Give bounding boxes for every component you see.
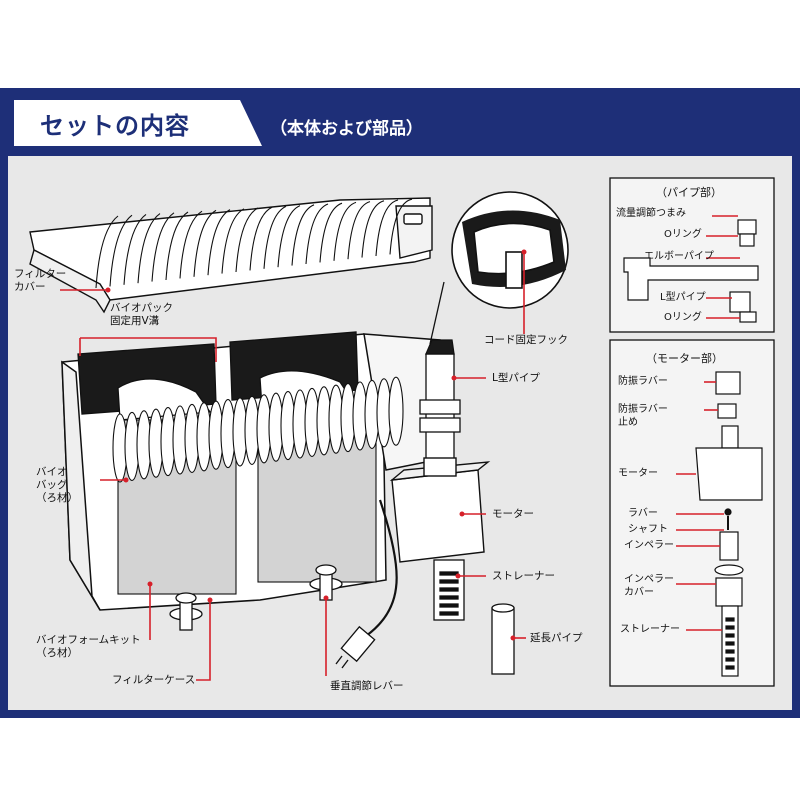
- cover-rib: [151, 212, 175, 282]
- plug: [335, 625, 376, 669]
- strainer-slot: [439, 595, 459, 600]
- label-biopack-groove: バイオパック 固定用V溝: [110, 302, 173, 328]
- cover-rib: [389, 198, 413, 255]
- strainer-drawing: [433, 559, 465, 621]
- strainer-slot: [725, 625, 735, 630]
- filter-cover-drawing: [29, 197, 433, 314]
- label-extension-pipe: 延長パイプ: [530, 632, 583, 644]
- label-elbow-pipe: エルボーパイプ: [644, 251, 714, 262]
- label-bio-bag: バイオ バッグ （ろ材）: [36, 466, 78, 505]
- label-impeller-cover: インペラー カバー: [624, 574, 674, 598]
- cover-rib: [347, 201, 371, 260]
- cover-rib: [333, 201, 357, 261]
- strainer-slot: [439, 571, 459, 576]
- cover-rib: [137, 213, 161, 284]
- coil-ring: [388, 376, 404, 446]
- strainer-slot: [725, 633, 735, 638]
- label-strainer: ストレーナー: [492, 570, 555, 582]
- page-subtitle: （本体および部品）: [270, 119, 423, 139]
- label-flow-knob: 流量調節つまみ: [616, 208, 686, 219]
- motor-parts: [695, 371, 763, 677]
- cover-rib: [109, 214, 133, 287]
- strainer-slot: [725, 617, 735, 622]
- cover-rib: [165, 211, 189, 281]
- strainer-slot: [725, 657, 735, 662]
- strainer-slot: [439, 587, 459, 592]
- vertical-lever-right: [309, 564, 343, 601]
- pipe-parts: [623, 219, 759, 323]
- label-impeller: インペラー: [624, 540, 674, 551]
- cover-rib: [207, 209, 231, 276]
- red-leaders: [60, 215, 740, 681]
- strainer-slot: [439, 611, 459, 616]
- vertical-lever-left: [169, 592, 203, 631]
- cover-rib: [361, 200, 385, 258]
- motor-drawing: [389, 457, 491, 563]
- strainer-slot: [439, 603, 459, 608]
- cord-hook-magnifier: [429, 191, 569, 345]
- label-filter-case: フィルターケース: [112, 674, 196, 686]
- strainer-slot: [725, 665, 735, 670]
- cover-rib: [179, 210, 203, 279]
- extension-pipe-drawing: [491, 603, 515, 675]
- cover-rib: [277, 205, 301, 268]
- strainer-slot: [725, 649, 735, 654]
- page-title: セットの内容: [40, 112, 190, 140]
- cover-rib: [221, 208, 245, 274]
- label-cord-hook: コード固定フック: [484, 334, 568, 346]
- bio-bag-coils: [112, 376, 404, 483]
- red-leader-dots: [105, 249, 527, 641]
- label-vertical-lever: 垂直調節レバー: [330, 680, 404, 692]
- cover-rib: [235, 207, 259, 273]
- label-rubber: ラバー: [628, 508, 658, 519]
- cover-rib: [193, 209, 217, 277]
- label-motor-part: モーター: [618, 468, 658, 479]
- label-vib-rubber-stop: 防振ラバー 止め: [618, 404, 668, 428]
- label-o-ring-1: Oリング: [664, 229, 702, 240]
- filter-cover-ribs: [95, 198, 413, 289]
- label-filter-cover: フィルター カバー: [14, 268, 67, 294]
- cover-rib: [319, 202, 343, 263]
- cover-rib: [123, 213, 147, 285]
- l-pipe-drawing: [419, 339, 461, 465]
- strainer-slot: [725, 641, 735, 646]
- power-cord: [359, 499, 398, 641]
- strainer-slot: [439, 579, 459, 584]
- label-motor-strainer: ストレーナー: [620, 624, 680, 635]
- header-tab: [14, 100, 262, 146]
- cover-rib: [305, 203, 329, 265]
- motor-section-box: [609, 339, 775, 687]
- label-motor: モーター: [492, 508, 534, 520]
- cover-rib: [263, 205, 287, 269]
- label-pipe-l-pipe: L型パイプ: [660, 292, 706, 303]
- cover-rib: [375, 199, 399, 257]
- label-o-ring-2: Oリング: [664, 312, 702, 323]
- cover-rib: [95, 215, 119, 289]
- label-vib-rubber: 防振ラバー: [618, 376, 668, 387]
- label-l-pipe: L型パイプ: [492, 372, 540, 384]
- cover-rib: [249, 206, 273, 271]
- label-bio-foam-kit: バイオフォームキット （ろ材）: [36, 634, 141, 660]
- label-shaft: シャフト: [628, 524, 668, 535]
- cover-rib: [291, 204, 315, 266]
- pipe-section-heading: （パイプ部）: [656, 186, 722, 199]
- motor-section-heading: （モーター部）: [646, 352, 723, 365]
